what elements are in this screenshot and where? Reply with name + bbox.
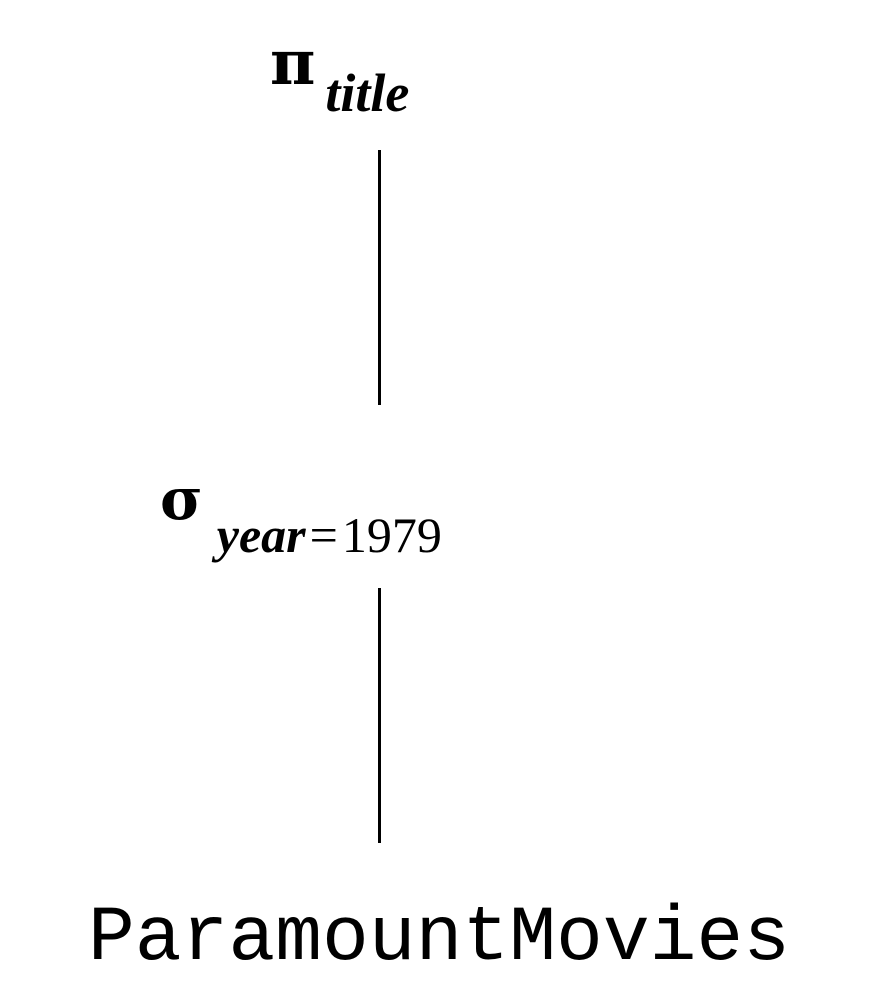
selection-attribute: year <box>216 507 306 563</box>
edge-projection-selection <box>378 150 381 405</box>
selection-condition: year=1979 <box>217 507 442 563</box>
selection-node: σyear=1979 <box>160 470 442 560</box>
sigma-symbol: σ <box>160 465 203 533</box>
relation-node: ParamountMovies <box>87 895 791 983</box>
edge-selection-relation <box>378 588 381 843</box>
projection-attribute: title <box>325 63 410 123</box>
selection-value: 1979 <box>341 507 442 563</box>
pi-symbol: π <box>270 26 316 99</box>
selection-comparator: = <box>309 507 338 563</box>
